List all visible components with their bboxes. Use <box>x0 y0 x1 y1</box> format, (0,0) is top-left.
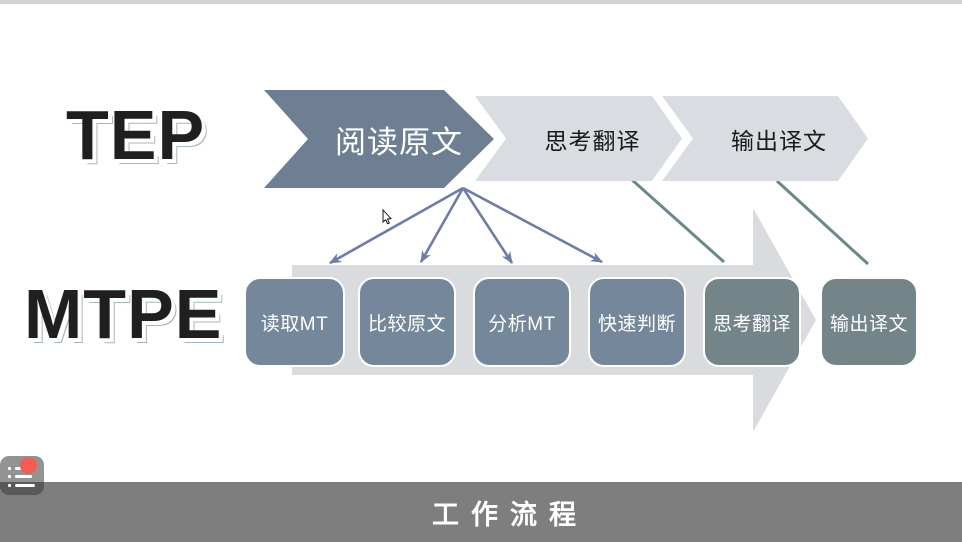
tep-step-chevron-1: 阅读原文 <box>264 90 494 188</box>
mtpe-step-box-2: 比较原文 <box>358 277 456 367</box>
mtpe-step-label: 思考翻译 <box>712 313 791 335</box>
top-strip-divider <box>0 0 962 4</box>
mtpe-step-box-4: 快速判断 <box>588 277 686 367</box>
mouse-cursor <box>382 208 392 225</box>
mtpe-step-label: 读取MT <box>260 313 329 335</box>
mtpe-step-box-6: 输出译文 <box>820 277 918 367</box>
tep-step-chevron-2: 思考翻译 <box>475 96 682 181</box>
mtpe-step-label: 输出译文 <box>829 313 908 335</box>
tep-heading: TEP <box>66 96 206 174</box>
mtpe-step-box-1: 读取MT <box>244 277 345 367</box>
tep-step-label: 输出译文 <box>731 127 827 154</box>
mtpe-step-label: 分析MT <box>488 313 556 335</box>
mtpe-step-label: 比较原文 <box>367 313 446 335</box>
mtpe-heading: MTPE <box>24 275 223 353</box>
mtpe-step-label: 快速判断 <box>597 313 676 335</box>
slide-footer-bar: 工作流程 <box>0 482 962 542</box>
annotation-list-icon[interactable] <box>0 456 44 495</box>
tep-step-chevron-3: 输出译文 <box>662 96 868 181</box>
slide-footer-title: 工作流程 <box>432 499 588 530</box>
fan-connector-arrows <box>329 186 603 265</box>
notification-dot <box>20 457 37 474</box>
list-line <box>8 475 38 478</box>
tep-mtpe-connector-lines <box>629 176 870 266</box>
mtpe-step-box-3: 分析MT <box>473 277 571 367</box>
mtpe-step-box-5: 思考翻译 <box>703 277 801 367</box>
tep-step-label: 思考翻译 <box>544 127 641 154</box>
list-line <box>8 484 38 487</box>
tep-step-label: 阅读原文 <box>335 124 463 160</box>
